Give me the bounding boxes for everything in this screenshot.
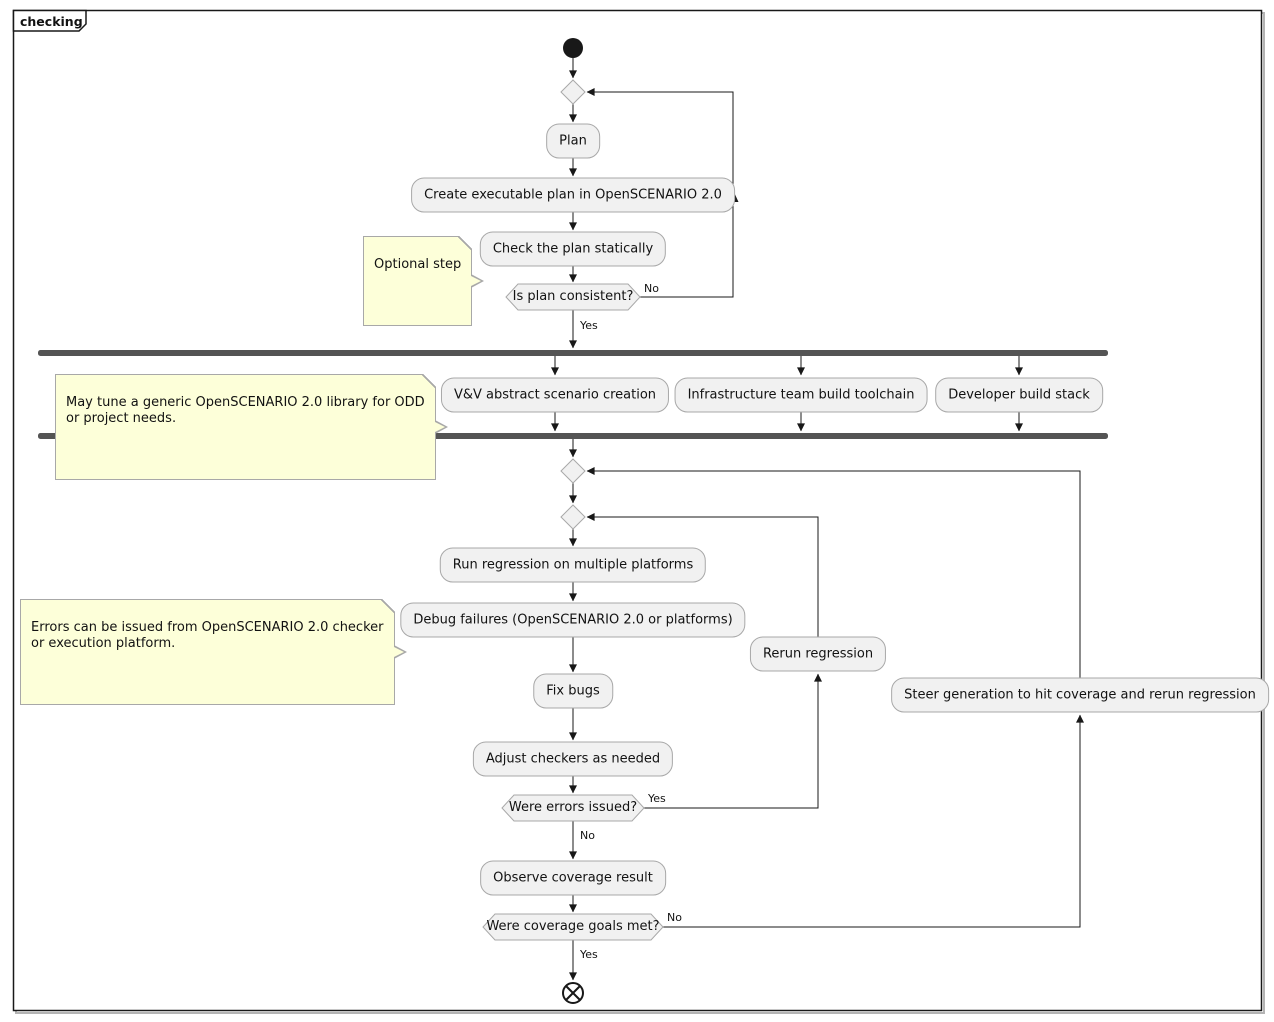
fork-bar	[38, 350, 1108, 356]
edge-label-yes-plan: Yes	[580, 319, 598, 332]
decision-hexagon-plan-consistent	[505, 283, 641, 311]
frame-border	[12, 9, 1263, 1012]
activity-observe-coverage: Observe coverage result	[480, 860, 666, 896]
activity-check-plan: Check the plan statically	[479, 231, 667, 267]
note-connector-fill	[471, 276, 482, 286]
note-may-tune-text: May tune a generic OpenSCENARIO 2.0 libr…	[66, 395, 425, 426]
decision-label-coverage-goals: Were coverage goals met?	[486, 919, 660, 934]
activity-adjust-checkers: Adjust checkers as needed	[472, 741, 674, 777]
activity-plan: Plan	[546, 123, 600, 159]
activity-create-plan: Create executable plan in OpenSCENARIO 2…	[411, 177, 735, 213]
note-optional-step-text: Optional step	[374, 257, 462, 272]
frame-title-tab	[12, 9, 87, 32]
activity-debug-failures: Debug failures (OpenSCENARIO 2.0 or plat…	[400, 602, 746, 638]
decision-label-errors-issued: Were errors issued?	[508, 800, 638, 815]
activity-run-regression: Run regression on multiple platforms	[439, 547, 707, 583]
activity-infra-toolchain: Infrastructure team build toolchain	[674, 377, 928, 413]
decision-hexagon-errors-issued	[501, 794, 645, 822]
note-fold-icon	[458, 236, 473, 250]
note-optional-step: Optional step	[363, 236, 485, 326]
activity-steer-generation: Steer generation to hit coverage and rer…	[891, 677, 1269, 713]
note-errors-issued: Errors can be issued from OpenSCENARIO 2…	[20, 599, 407, 705]
end-node	[562, 982, 584, 1004]
frame-title: checking	[20, 14, 83, 29]
edge-label-yes-coverage: Yes	[580, 948, 598, 961]
edge-label-no-errors: No	[580, 829, 595, 842]
note-errors-issued-text: Errors can be issued from OpenSCENARIO 2…	[31, 620, 384, 651]
start-node	[563, 38, 583, 58]
decision-hexagon-coverage-goals	[482, 913, 664, 941]
edge-decision2-yes-to-rerun	[644, 673, 822, 809]
note-fold-icon	[421, 374, 436, 388]
note-connector-fill	[393, 647, 404, 657]
activity-dev-stack: Developer build stack	[935, 377, 1103, 413]
note-may-tune: May tune a generic OpenSCENARIO 2.0 libr…	[55, 374, 448, 480]
merge-diamond-2	[560, 458, 586, 484]
activity-vv-scenario: V&V abstract scenario creation	[440, 377, 670, 413]
edge-label-no-coverage: No	[667, 911, 682, 924]
edge-steer-to-merge2	[586, 467, 1081, 678]
edge-rerun-to-merge3	[586, 513, 819, 637]
activity-rerun-regression: Rerun regression	[749, 636, 887, 672]
edge-label-no-plan: No	[644, 282, 659, 295]
edge-label-yes-errors: Yes	[648, 792, 666, 805]
activity-fix-bugs: Fix bugs	[533, 673, 613, 709]
merge-diamond-3	[560, 504, 586, 530]
note-fold-icon	[380, 599, 395, 613]
merge-diamond-1	[560, 79, 586, 105]
note-connector-fill	[434, 422, 445, 432]
decision-label-plan-consistent: Is plan consistent?	[512, 289, 634, 304]
edge-decision3-no-to-steer	[663, 714, 1084, 928]
